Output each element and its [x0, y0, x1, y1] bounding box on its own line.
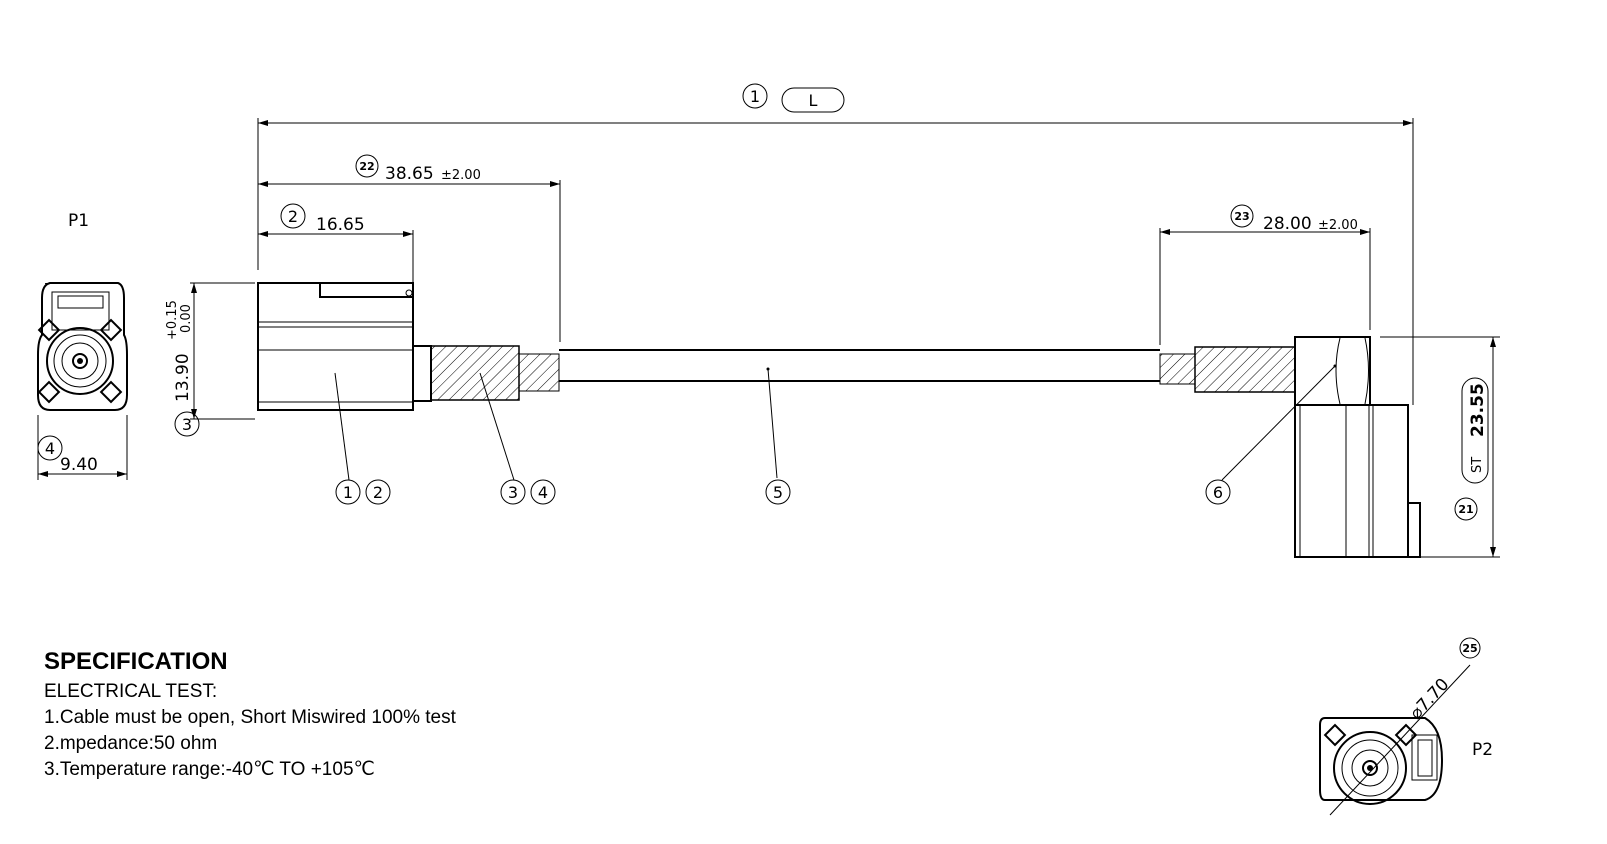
- svg-text:16.65: 16.65: [316, 215, 365, 235]
- svg-text:13.90: 13.90: [173, 353, 193, 402]
- p1-end-view: P1: [37, 211, 128, 411]
- spec-line: ELECTRICAL TEST:: [44, 681, 218, 702]
- svg-text:25: 25: [1462, 642, 1477, 655]
- svg-text:22: 22: [359, 160, 374, 173]
- p2-end-view: P2 ⌀7.70 25: [1319, 637, 1493, 816]
- svg-text:2: 2: [288, 207, 298, 226]
- svg-text:23: 23: [1234, 210, 1249, 223]
- dimension-23: 23 28.00 ±2.00: [1159, 204, 1371, 345]
- callouts: 1 2 3 4 5 6: [334, 365, 1336, 505]
- dimension-3: 13.90 +0.15 0.00 3: [165, 282, 255, 437]
- callout-6: 6: [1213, 483, 1223, 502]
- dimension-4: 4 9.40: [37, 415, 128, 480]
- cable: [559, 349, 1160, 382]
- svg-text:28.00: 28.00: [1263, 214, 1312, 234]
- svg-text:9.40: 9.40: [60, 455, 98, 475]
- svg-text:3: 3: [182, 415, 192, 434]
- p2-connector-housing: [1159, 336, 1421, 558]
- specification-title: SPECIFICATION: [44, 648, 228, 675]
- specification-block: SPECIFICATION ELECTRICAL TEST: 1.Cable m…: [44, 648, 456, 783]
- callout-2: 2: [373, 483, 383, 502]
- spec-line: 2.mpedance:50 ohm: [44, 733, 218, 754]
- spec-line: 3.Temperature range:-40℃ TO +105℃: [44, 759, 375, 780]
- dimension-21: 23.55 ST 21: [1380, 336, 1500, 558]
- dimension-overall-length: 1 L: [257, 83, 1414, 405]
- length-value: L: [809, 91, 818, 110]
- spec-line: 1.Cable must be open, Short Miswired 100…: [44, 707, 456, 728]
- dimension-2: 2 16.65: [258, 203, 414, 290]
- diameter-dimension: ⌀7.70: [1406, 675, 1453, 724]
- p1-label: P1: [68, 211, 89, 231]
- svg-text:0.00: 0.00: [179, 304, 194, 333]
- svg-text:4: 4: [45, 439, 55, 458]
- p1-connector-housing: [257, 282, 560, 411]
- svg-text:±2.00: ±2.00: [441, 168, 481, 183]
- svg-text:38.65: 38.65: [385, 164, 434, 184]
- callout-4: 4: [538, 483, 548, 502]
- svg-text:+0.15: +0.15: [165, 300, 180, 340]
- svg-text:23.55: 23.55: [1468, 383, 1488, 437]
- callout-3: 3: [508, 483, 518, 502]
- svg-text:ST: ST: [1470, 457, 1485, 473]
- callout-5: 5: [773, 483, 783, 502]
- svg-text:21: 21: [1458, 503, 1473, 516]
- svg-text:±2.00: ±2.00: [1318, 218, 1358, 233]
- dimension-22: 22 38.65 ±2.00: [258, 154, 561, 342]
- balloon-1: 1: [750, 87, 760, 106]
- p2-label: P2: [1472, 740, 1493, 760]
- callout-1: 1: [343, 483, 353, 502]
